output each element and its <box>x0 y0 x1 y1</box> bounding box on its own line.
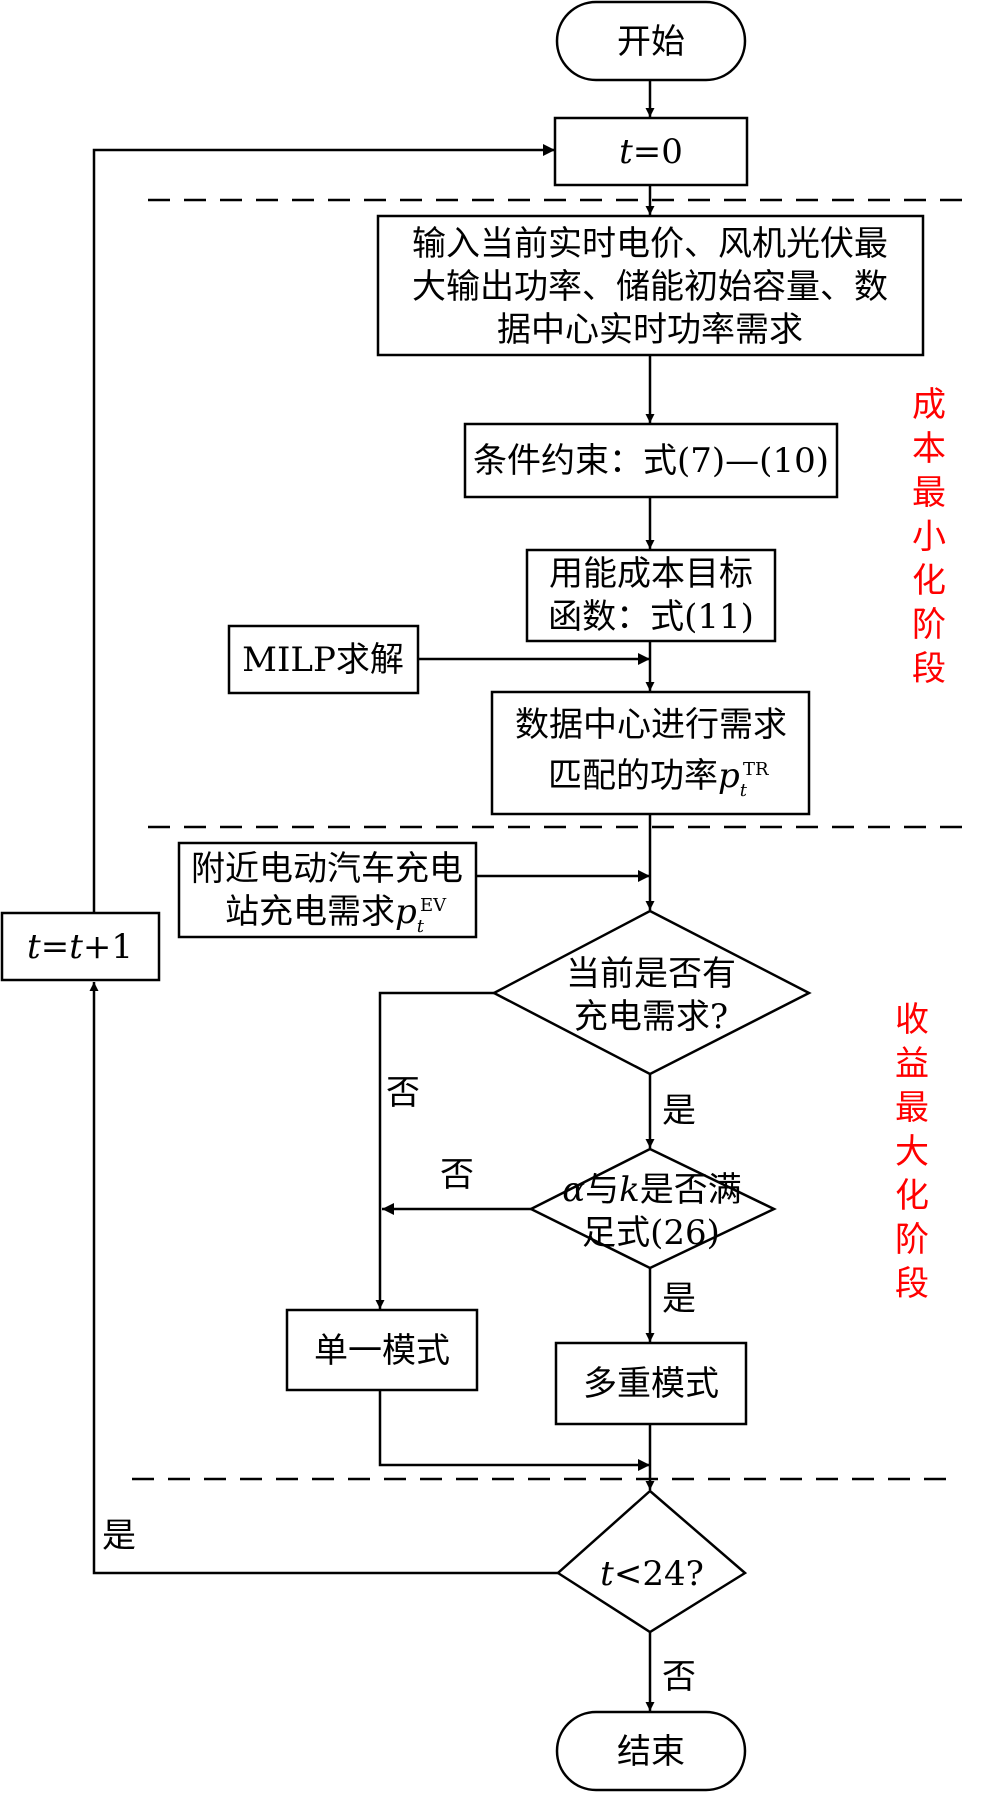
connectors <box>89 80 655 1711</box>
increment-node: t=t+1 <box>0 911 161 982</box>
start-label: 开始 <box>617 22 685 62</box>
objective-line-2: 函数：式(11) <box>548 597 754 637</box>
svg-text:段: 段 <box>912 649 946 689</box>
edge-label-no-charge: 否 <box>386 1073 420 1113</box>
match-line-1: 数据中心进行需求 <box>515 705 787 745</box>
svg-text:阶: 阶 <box>895 1220 929 1260</box>
svg-text:收: 收 <box>895 1000 929 1040</box>
match-node: 数据中心进行需求 匹配的功率ptTR <box>490 690 811 816</box>
edge-label-yes-loop: 是 <box>102 1516 136 1556</box>
ev-demand-node: 附近电动汽车充电 站充电需求ptEV <box>177 841 478 939</box>
single-mode-label: 单一模式 <box>314 1331 450 1371</box>
input-node: 输入当前实时电价、风机光伏最 大输出功率、储能初始容量、数 据中心实时功率需求 <box>376 214 925 357</box>
init-node: t=0 <box>553 116 749 187</box>
increment-label: t=t+1 <box>27 927 133 967</box>
multi-mode-label: 多重模式 <box>583 1364 719 1404</box>
charge-q-line-2: 充电需求? <box>574 997 728 1037</box>
constraint-label: 条件约束：式(7)—(10) <box>473 441 829 481</box>
edge-label-yes-alpha: 是 <box>662 1279 696 1319</box>
input-line-3: 据中心实时功率需求 <box>497 310 803 350</box>
time-check-decision: t<24? <box>555 1489 748 1634</box>
svg-text:化: 化 <box>912 561 946 601</box>
edge-label-yes-charge: 是 <box>662 1091 696 1131</box>
end-node: 结束 <box>555 1710 747 1792</box>
charge-q-line-1: 当前是否有 <box>566 954 736 994</box>
svg-text:成: 成 <box>912 385 946 425</box>
charge-demand-decision: 当前是否有 充电需求? <box>491 909 812 1076</box>
start-node: 开始 <box>555 0 747 82</box>
alpha-k-decision: α与k是否满 足式(26) <box>528 1147 777 1270</box>
svg-text:大: 大 <box>895 1132 929 1172</box>
milp-label: MILP求解 <box>242 640 404 680</box>
svg-text:小: 小 <box>912 517 946 557</box>
end-label: 结束 <box>617 1732 685 1772</box>
constraint-node: 条件约束：式(7)—(10) <box>463 422 839 499</box>
time-check-label: t<24? <box>600 1554 704 1594</box>
svg-text:最: 最 <box>912 473 946 513</box>
stage-label-cost-min: 成 本 最 小 化 阶 段 <box>912 385 946 689</box>
svg-text:最: 最 <box>895 1088 929 1128</box>
svg-text:阶: 阶 <box>912 605 946 645</box>
multi-mode-node: 多重模式 <box>554 1341 748 1426</box>
svg-text:段: 段 <box>895 1264 929 1304</box>
ev-line-1: 附近电动汽车充电 <box>191 849 463 889</box>
milp-node: MILP求解 <box>227 624 420 695</box>
edge-label-no-end: 否 <box>662 1657 696 1697</box>
input-line-1: 输入当前实时电价、风机光伏最 <box>412 224 888 264</box>
single-mode-node: 单一模式 <box>285 1308 479 1392</box>
input-line-2: 大输出功率、储能初始容量、数 <box>412 267 888 307</box>
match-line-2: 匹配的功率ptTR <box>548 756 769 801</box>
svg-text:本: 本 <box>912 429 946 469</box>
stage-label-revenue-max: 收 益 最 大 化 阶 段 <box>895 1000 929 1304</box>
ev-line-2: 站充电需求ptEV <box>225 892 447 937</box>
svg-text:化: 化 <box>895 1176 929 1216</box>
edge-label-no-alpha: 否 <box>440 1155 474 1195</box>
objective-line-1: 用能成本目标 <box>549 554 753 594</box>
alpha-q-line-1: α与k是否满 <box>562 1170 742 1210</box>
svg-text:益: 益 <box>895 1044 929 1084</box>
objective-node: 用能成本目标 函数：式(11) <box>525 548 777 643</box>
alpha-q-line-2: 足式(26) <box>582 1213 720 1253</box>
init-label: t=0 <box>619 132 683 172</box>
